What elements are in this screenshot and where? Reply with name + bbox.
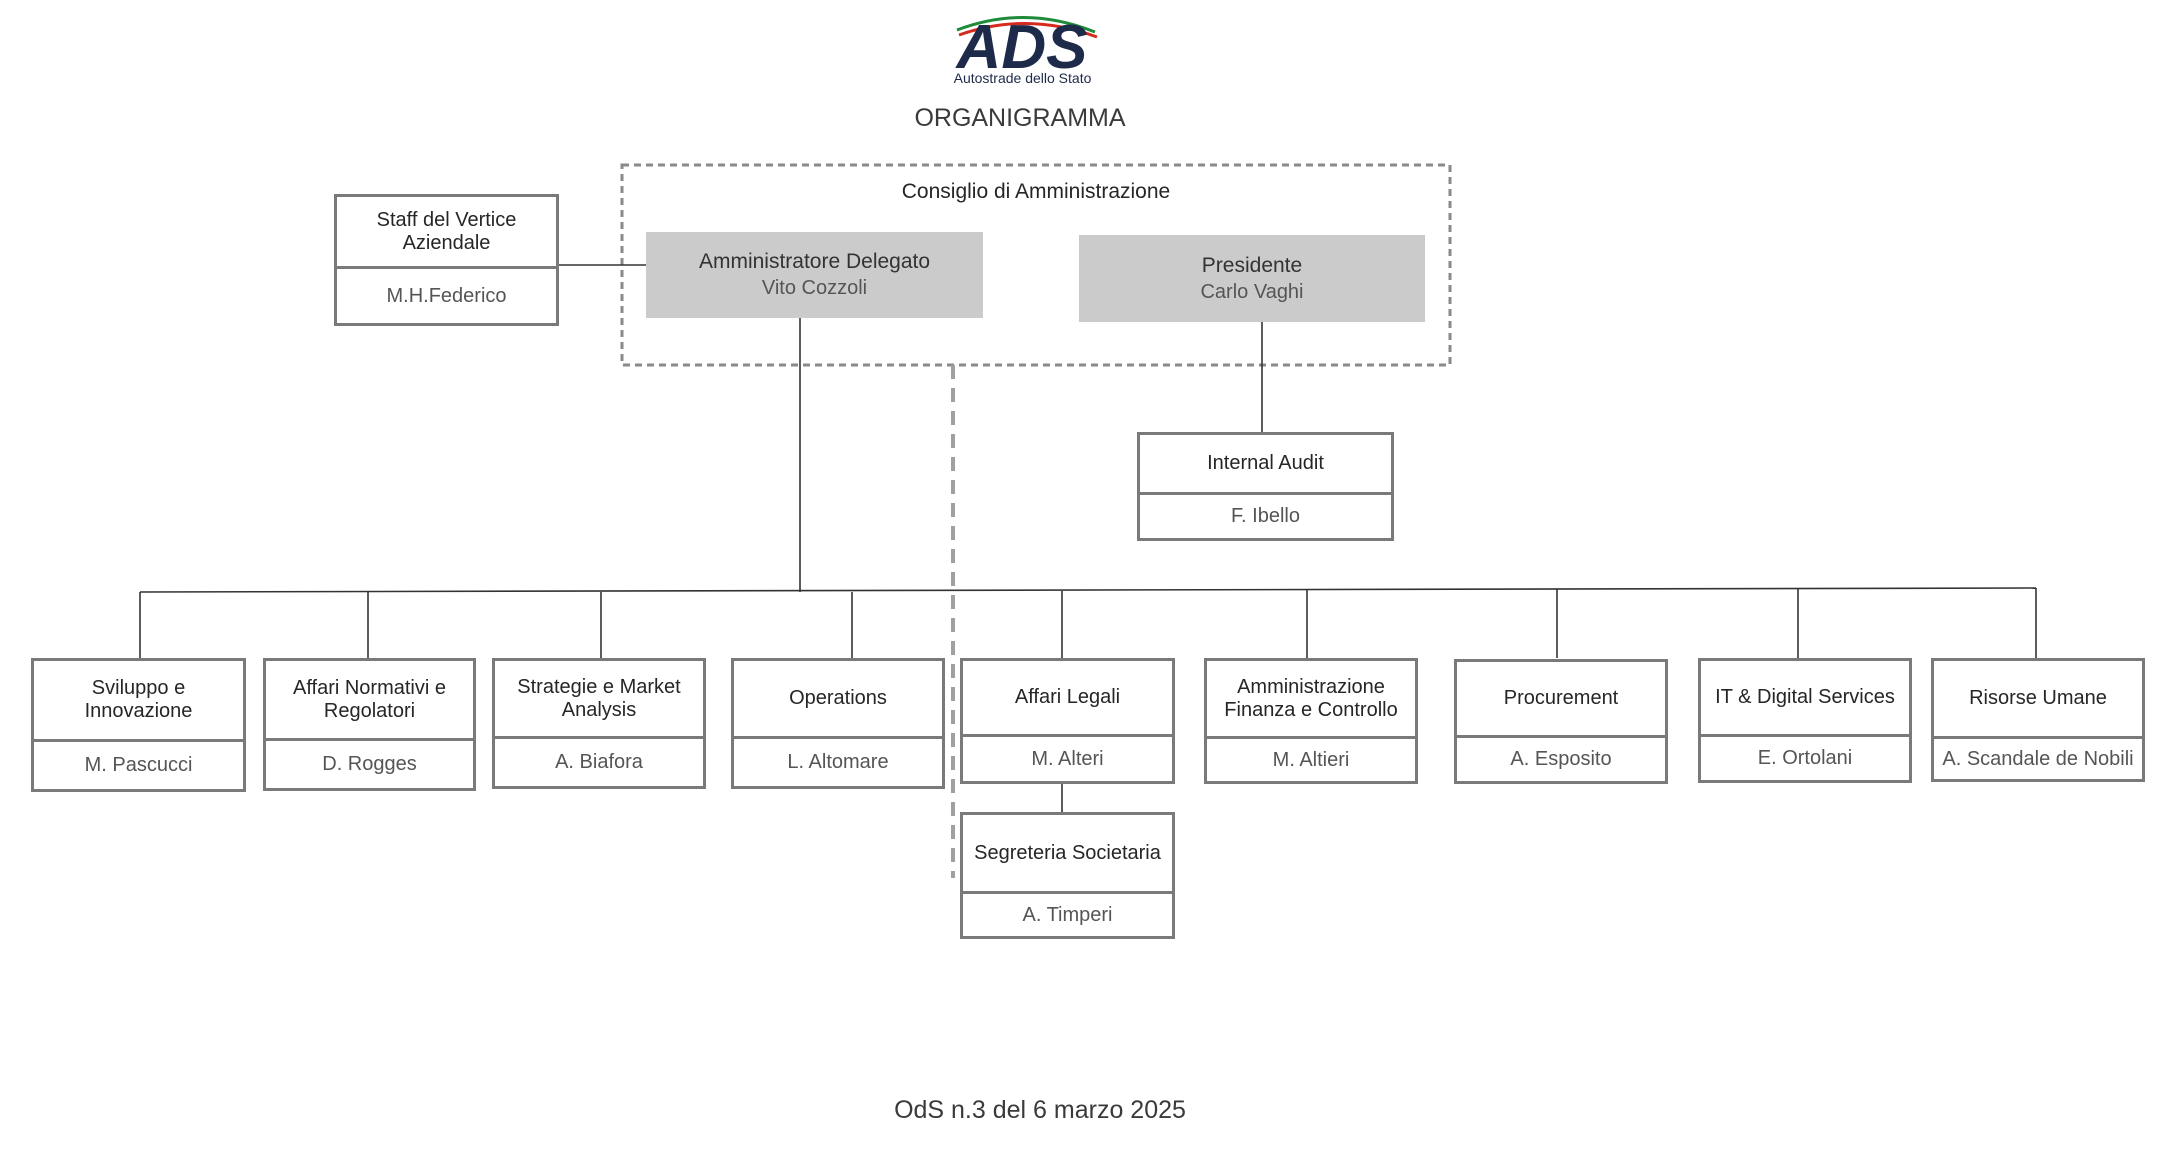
unit-risorse-umane[interactable]: Risorse Umane A. Scandale de Nobili (1931, 658, 2145, 782)
logo-stripe-green (956, 16, 1096, 34)
unit-title: IT & Digital Services (1701, 661, 1909, 737)
unit-title: Segreteria Societaria (963, 815, 1172, 894)
units-bus (139, 587, 2037, 593)
president-name: Carlo Vaghi (1200, 280, 1304, 303)
board-label: Consiglio di Amministrazione (901, 180, 1171, 203)
unit-title: Operations (734, 661, 942, 739)
staff-name: M.H.Federico (386, 284, 507, 307)
unit-title: Amministrazione Finanza e Controllo (1207, 661, 1415, 739)
audit-title: Internal Audit (1140, 435, 1391, 495)
staff-box[interactable]: Staff del Vertice Aziendale M.H.Federico (334, 194, 559, 326)
ceo-role: Amministratore Delegato (698, 250, 931, 273)
unit-name: A. Esposito (1510, 748, 1612, 770)
unit-name: A. Biafora (555, 751, 643, 773)
unit-title: Sviluppo e Innovazione (34, 661, 243, 742)
unit-affari-legali[interactable]: Affari Legali M. Alteri (960, 658, 1175, 784)
audit-name: F. Ibello (1231, 505, 1300, 527)
unit-name: M. Alteri (1031, 747, 1104, 770)
president-box[interactable]: Presidente Carlo Vaghi (1079, 235, 1425, 322)
audit-box[interactable]: Internal Audit F. Ibello (1137, 432, 1394, 541)
unit-name: D. Rogges (322, 753, 417, 775)
unit-strategie-market[interactable]: Strategie e Market Analysis A. Biafora (492, 658, 706, 789)
unit-amministrazione-finanza[interactable]: Amministrazione Finanza e Controllo M. A… (1204, 658, 1418, 784)
ceo-box[interactable]: Amministratore Delegato Vito Cozzoli (646, 232, 983, 318)
unit-name: L. Altomare (787, 751, 889, 773)
unit-segreteria-societaria[interactable]: Segreteria Societaria A. Timperi (960, 812, 1175, 939)
staff-title: Staff del Vertice Aziendale (337, 197, 556, 269)
logo-wordmark: ADS (955, 13, 1088, 82)
logo-stripe-red (958, 22, 1098, 39)
unit-title: Affari Normativi e Regolatori (266, 661, 473, 741)
unit-name: M. Altieri (1272, 748, 1350, 771)
unit-affari-normativi[interactable]: Affari Normativi e Regolatori D. Rogges (263, 658, 476, 791)
unit-title: Strategie e Market Analysis (495, 661, 703, 739)
unit-title: Risorse Umane (1934, 661, 2142, 739)
president-role: Presidente (1201, 253, 1303, 277)
unit-name: A. Scandale de Nobili (1942, 747, 2134, 770)
footer-note: OdS n.3 del 6 marzo 2025 (894, 1096, 1186, 1124)
logo-subtitle: Autostrade dello Stato (953, 70, 1092, 86)
unit-name: M. Pascucci (84, 754, 193, 776)
ads-logo: ADS (955, 13, 1098, 82)
unit-name: A. Timperi (1022, 903, 1113, 926)
unit-operations[interactable]: Operations L. Altomare (731, 658, 945, 789)
unit-sviluppo-innovazione[interactable]: Sviluppo e Innovazione M. Pascucci (31, 658, 246, 792)
unit-name: E. Ortolani (1757, 747, 1853, 769)
unit-title: Procurement (1457, 662, 1665, 738)
unit-procurement[interactable]: Procurement A. Esposito (1454, 659, 1668, 784)
unit-title: Affari Legali (963, 661, 1172, 737)
ceo-name: Vito Cozzoli (761, 277, 868, 299)
page-title: ORGANIGRAMMA (914, 104, 1126, 132)
unit-it-digital-services[interactable]: IT & Digital Services E. Ortolani (1698, 658, 1912, 783)
